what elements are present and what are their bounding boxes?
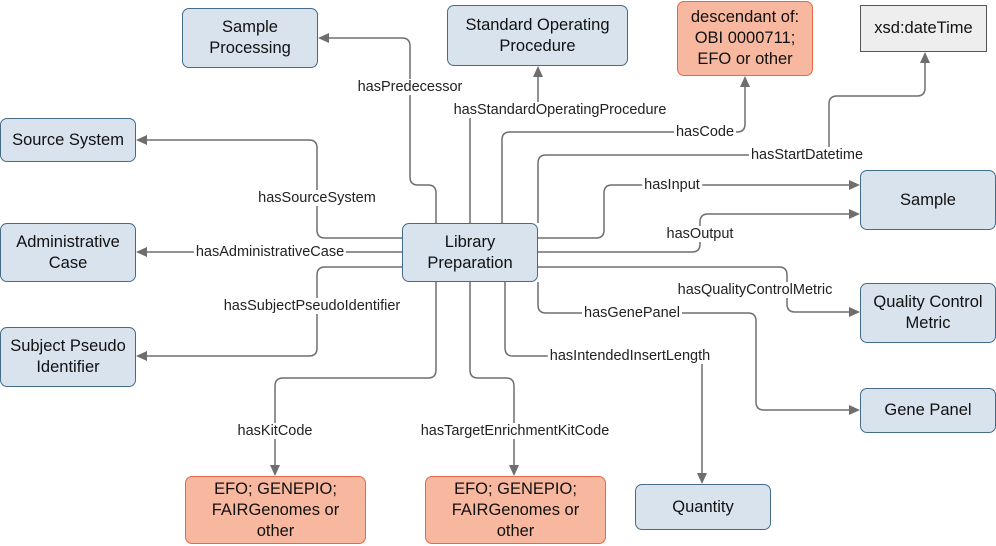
node-xsd-datetime-label: xsd:dateTime bbox=[874, 19, 973, 37]
node-target-enrichment-values-label: EFO; GENEPIO; FAIRGenomes or other bbox=[451, 479, 580, 540]
arrowhead bbox=[136, 351, 147, 361]
label-has-gene-panel: hasGenePanel bbox=[582, 305, 682, 321]
arrowhead bbox=[136, 135, 147, 145]
label-has-input: hasInput bbox=[642, 177, 702, 193]
arrowhead bbox=[740, 76, 750, 87]
label-has-administrative-case: hasAdministrativeCase bbox=[193, 244, 347, 260]
label-has-source-system: hasSourceSystem bbox=[256, 190, 378, 206]
edge-has-input bbox=[538, 184, 850, 239]
node-library-preparation[interactable]: Library Preparation bbox=[402, 223, 538, 282]
label-has-quality-control-metric: hasQualityControlMetric bbox=[675, 282, 835, 298]
edge-has-start-datetime bbox=[537, 62, 926, 223]
label-has-subject-pseudo-identifier: hasSubjectPseudoIdentifier bbox=[221, 298, 403, 314]
node-descendant-of-label: descendant of: OBI 0000711; EFO or other bbox=[690, 8, 800, 68]
node-sample-processing-label: Sample Processing bbox=[209, 18, 291, 57]
node-xsd-datetime[interactable]: xsd:dateTime bbox=[860, 5, 987, 52]
node-gene-panel-label: Gene Panel bbox=[884, 401, 972, 419]
arrowhead bbox=[270, 465, 280, 476]
label-has-intended-insert-length: hasIntendedInsertLength bbox=[547, 348, 713, 364]
edge-has-standard-operating-procedure bbox=[469, 76, 539, 223]
label-has-kit-code: hasKitCode bbox=[235, 423, 315, 439]
node-source-system-label: Source System bbox=[12, 130, 124, 149]
label-has-target-enrichment-kit-code: hasTargetEnrichmentKitCode bbox=[418, 423, 612, 439]
node-gene-panel[interactable]: Gene Panel bbox=[860, 388, 996, 433]
node-subject-pseudo-identifier[interactable]: Subject Pseudo Identifier bbox=[0, 327, 136, 387]
edge-has-gene-panel bbox=[537, 282, 850, 411]
node-quantity-label: Quantity bbox=[672, 497, 734, 516]
edge-has-predecessor bbox=[328, 37, 437, 223]
arrowhead bbox=[697, 473, 707, 484]
node-descendant-of[interactable]: descendant of: OBI 0000711; EFO or other bbox=[677, 1, 813, 76]
node-quality-control-metric[interactable]: Quality Control Metric bbox=[860, 283, 996, 343]
node-target-enrichment-values[interactable]: EFO; GENEPIO; FAIRGenomes or other bbox=[425, 476, 606, 544]
node-subject-pseudo-identifier-label: Subject Pseudo Identifier bbox=[10, 337, 126, 376]
label-has-start-datetime: hasStartDatetime bbox=[748, 147, 866, 163]
node-kit-code-values[interactable]: EFO; GENEPIO; FAIRGenomes or other bbox=[185, 476, 366, 544]
label-has-predecessor: hasPredecessor bbox=[355, 79, 465, 95]
label-has-standard-operating-procedure: hasStandardOperatingProcedure bbox=[451, 102, 669, 118]
arrowhead bbox=[849, 180, 860, 190]
node-sample-label: Sample bbox=[900, 190, 956, 209]
arrowhead bbox=[509, 465, 519, 476]
edge-has-source-system bbox=[146, 139, 402, 239]
node-quantity[interactable]: Quantity bbox=[635, 484, 771, 530]
arrowhead bbox=[849, 405, 860, 415]
node-sample-processing[interactable]: Sample Processing bbox=[182, 8, 318, 68]
node-administrative-case-label: Administrative Case bbox=[16, 232, 120, 272]
node-standard-operating-procedure[interactable]: Standard Operating Procedure bbox=[447, 5, 628, 66]
arrowhead bbox=[920, 52, 930, 63]
arrowhead bbox=[849, 209, 860, 219]
label-has-output: hasOutput bbox=[664, 226, 736, 242]
node-administrative-case[interactable]: Administrative Case bbox=[0, 223, 136, 282]
arrowhead bbox=[318, 33, 329, 43]
node-standard-operating-procedure-label: Standard Operating Procedure bbox=[465, 15, 610, 55]
label-has-code: hasCode bbox=[673, 124, 737, 140]
edge-has-code bbox=[501, 86, 746, 223]
arrowhead bbox=[533, 66, 543, 77]
arrowhead bbox=[136, 247, 147, 257]
node-kit-code-values-label: EFO; GENEPIO; FAIRGenomes or other bbox=[211, 479, 340, 540]
node-source-system[interactable]: Source System bbox=[0, 118, 136, 162]
arrowhead bbox=[849, 307, 860, 317]
node-quality-control-metric-label: Quality Control Metric bbox=[873, 293, 983, 332]
node-sample[interactable]: Sample bbox=[860, 170, 996, 230]
node-library-preparation-label: Library Preparation bbox=[427, 232, 513, 272]
edge-has-target-enrichment-kit-code bbox=[469, 282, 515, 466]
edge-has-kit-code bbox=[274, 282, 437, 466]
